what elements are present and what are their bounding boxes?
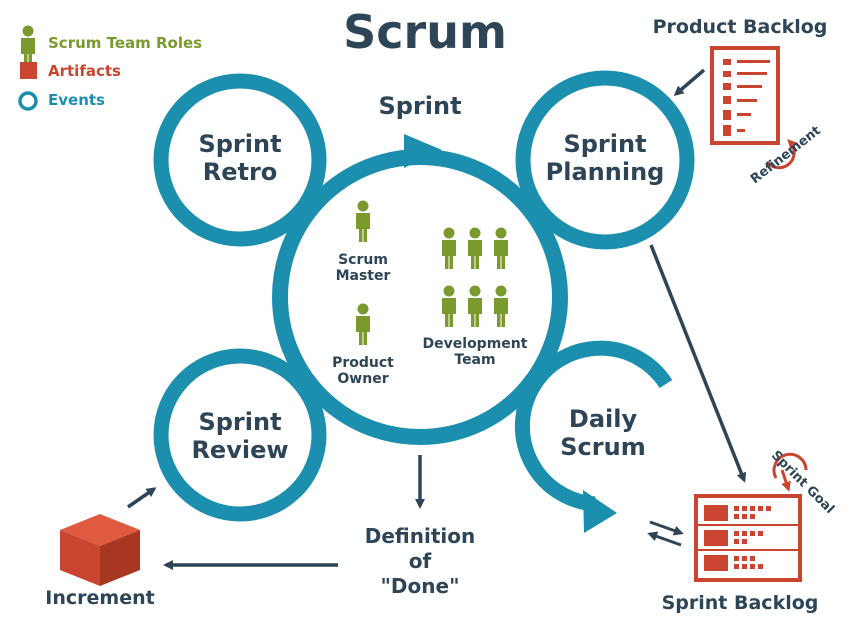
sprint-review-line-2: Review [191,435,289,464]
sprint-planning-line-1: Sprint [563,130,647,158]
increment-cube-icon [60,514,140,586]
sprint-retro-event-circle [153,73,327,247]
scrum-master-label: Scrum Master [323,252,403,284]
sprint-planning-line-2: Planning [545,157,665,186]
definition-of-done-label: Definition of "Done" [345,524,495,599]
product-owner-line-1: Product [332,355,394,371]
development-team-line-1: Development [422,336,528,352]
planning-to-sprint-backlog-arrow [649,244,747,483]
definition-line-2: of [408,549,432,573]
sprint-review-event-circle [153,348,327,522]
daily-scrum-label: Daily Scrum [533,405,673,461]
definition-line-3: "Done" [380,574,460,598]
increment-label: Increment [45,587,155,609]
sprint-planning-label: Sprint Planning [520,130,690,186]
daily-to-backlog-arrow [649,520,684,536]
daily-scrum-line-1: Daily [568,405,638,433]
backlog-to-planning-arrow [673,68,706,96]
legend-roles-label: Scrum Team Roles [48,34,203,52]
sprint-planning-event-circle [515,70,695,250]
sprint-event-circle [272,149,568,445]
legend-artifact-icon [20,62,37,79]
legend-role-icon [21,25,35,67]
daily-scrum-line-2: Scrum [560,432,646,461]
increment-to-review-arrow [127,487,157,509]
sprint-goal-arc [772,452,808,479]
sprint-review-label: Sprint Review [170,408,310,464]
development-team-label: Development Team [412,336,538,368]
refinement-loop-arrow [766,139,798,170]
daily-scrum-arrowhead [583,490,617,533]
sprint-arrowhead [404,134,442,168]
product-backlog-icon [710,46,780,145]
sprint-review-line-1: Sprint [198,408,282,436]
sprint-retro-label: Sprint Retro [170,130,310,186]
legend-events-label: Events [48,91,105,109]
legend-artifacts-label: Artifacts [48,62,121,80]
product-owner-label: Product Owner [323,355,403,387]
scrum-master-line-2: Master [335,268,391,285]
sprint-backlog-label: Sprint Backlog [661,592,819,614]
sprint-goal-arrow [780,469,791,492]
sprint-label: Sprint [378,92,462,120]
definition-line-1: Definition [364,524,476,548]
sprint-retro-line-2: Retro [202,157,278,186]
legend-event-icon [18,91,38,111]
diagram-title: Scrum [343,5,507,59]
product-owner-line-2: Owner [337,371,389,388]
backlog-to-daily-arrow [647,531,682,547]
sprint-retro-line-1: Sprint [198,130,282,158]
scrum-master-line-1: Scrum [338,252,388,268]
sprint-backlog-icon [694,494,802,582]
product-backlog-label: Product Backlog [652,16,828,38]
development-team-line-2: Team [454,352,496,369]
